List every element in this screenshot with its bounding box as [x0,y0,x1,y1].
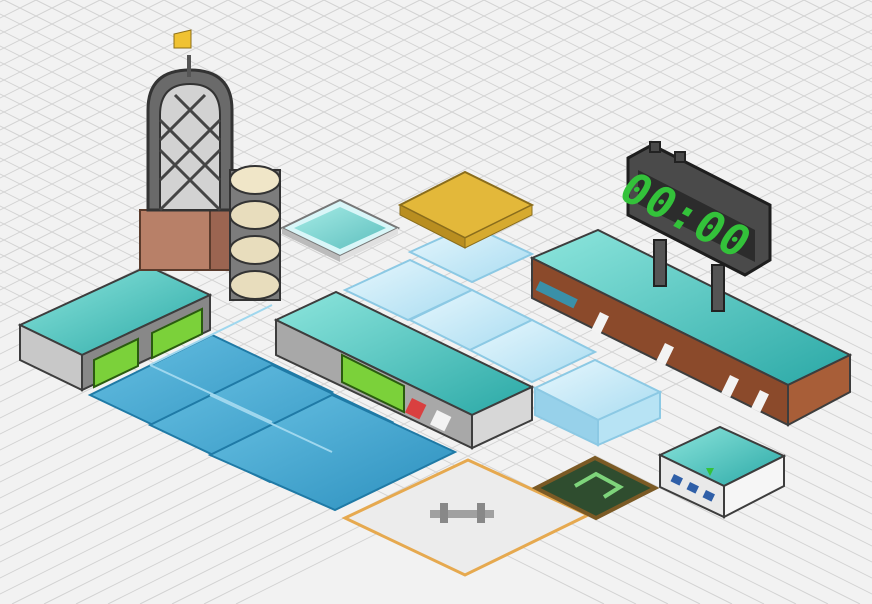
grid-line [0,0,517,259]
grid-line [611,0,872,131]
grid-line [0,0,549,275]
grid-line [643,0,872,115]
mini-console[interactable] [657,425,787,519]
exit-runner-icon [574,471,624,499]
wood-counter-right[interactable] [529,228,853,427]
grid-line [0,0,613,307]
grid-line [227,0,872,323]
grid-line [0,0,325,163]
selection-icon [430,510,494,518]
grid-line [291,0,872,291]
grid-line [0,0,581,291]
grid-line [451,0,872,211]
ice-blocks[interactable] [342,223,663,447]
grid-line [355,0,872,259]
grid-line [547,0,872,163]
grid-line [0,0,293,147]
grid-line [0,0,453,227]
grid-line [0,0,261,131]
grid-line [0,0,37,19]
glass-counter-center[interactable] [273,290,535,450]
stack-of-plates[interactable] [229,165,281,301]
grid-line [0,0,645,323]
glass-pad[interactable] [279,198,401,262]
grid-line [0,0,485,243]
exit-sign-tile[interactable] [531,455,660,521]
grid-line [163,0,872,355]
grid-line [515,0,872,179]
flag-icon [173,29,192,49]
grid-line [323,0,872,275]
gold-cushion[interactable] [397,170,535,249]
water-floor-tiles[interactable] [87,304,458,512]
grid-line [0,0,229,115]
grid-line [483,0,872,195]
grid-line [259,0,872,307]
grid-line [195,0,872,339]
grid-line [579,0,872,147]
grid-line [835,0,872,19]
grid-line [419,0,872,227]
grid-line [0,0,837,419]
glass-counter-left[interactable] [17,264,213,392]
grid-line [387,0,872,243]
